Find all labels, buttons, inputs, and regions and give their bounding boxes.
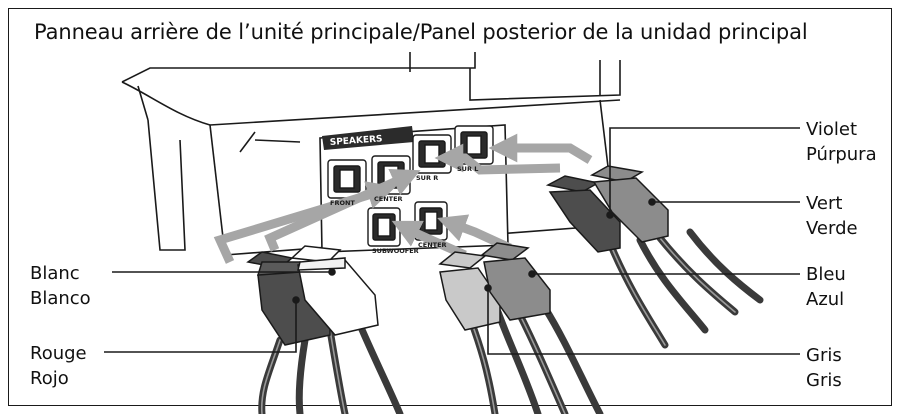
callout-gris: Gris Gris xyxy=(806,343,842,393)
callout-blanc: Blanc Blanco xyxy=(30,261,91,311)
terminal-front-icon xyxy=(327,159,367,199)
callout-blanc-es: Blanco xyxy=(30,288,91,309)
leader-violet xyxy=(609,127,800,215)
arrow-vert xyxy=(434,143,561,175)
terminal-sub-1-icon xyxy=(367,207,401,247)
callout-violet-fr: Violet xyxy=(806,119,858,140)
panel-label: SPEAKERS xyxy=(330,134,383,148)
callout-violet-es: Púrpura xyxy=(806,144,877,165)
figure-title: Panneau arrière de l’unité principale/Pa… xyxy=(34,20,808,44)
callout-rouge: Rouge Rojo xyxy=(30,341,87,391)
figure-frame xyxy=(8,8,892,406)
connector-blanc-icon xyxy=(290,245,379,336)
callout-vert-fr: Vert xyxy=(806,193,843,214)
callout-bleu-fr: Bleu xyxy=(806,264,846,285)
callout-violet: Violet Púrpura xyxy=(806,117,877,167)
arrow-violet xyxy=(488,133,593,164)
terminal-label: FRONT xyxy=(330,199,355,207)
callout-gris-fr: Gris xyxy=(806,345,842,366)
terminal-label: CENTER xyxy=(374,195,403,203)
terminal-label: SUR L xyxy=(457,165,478,173)
callout-vert-es: Verde xyxy=(806,218,858,239)
arrow-gris xyxy=(391,220,467,260)
terminal-label: CENTER xyxy=(418,241,447,249)
leader-rouge xyxy=(104,300,297,353)
connector-violet-icon xyxy=(545,175,621,253)
terminal-sur-r-icon xyxy=(412,134,452,174)
callout-blanc-fr: Blanc xyxy=(30,263,80,284)
leader-gris xyxy=(487,288,800,355)
callout-rouge-es: Rojo xyxy=(30,368,69,389)
callout-bleu: Bleu Azul xyxy=(806,262,846,312)
terminal-label: SUR R xyxy=(416,174,438,182)
callout-gris-es: Gris xyxy=(806,370,842,391)
callout-bleu-es: Azul xyxy=(806,289,845,310)
callout-rouge-fr: Rouge xyxy=(30,343,87,364)
arrow-rouge xyxy=(264,168,421,252)
connection-arrows xyxy=(213,133,593,264)
callout-vert: Vert Verde xyxy=(806,191,858,241)
leader-lines xyxy=(104,127,800,355)
terminal-label: SUBWOOFER xyxy=(372,247,419,255)
